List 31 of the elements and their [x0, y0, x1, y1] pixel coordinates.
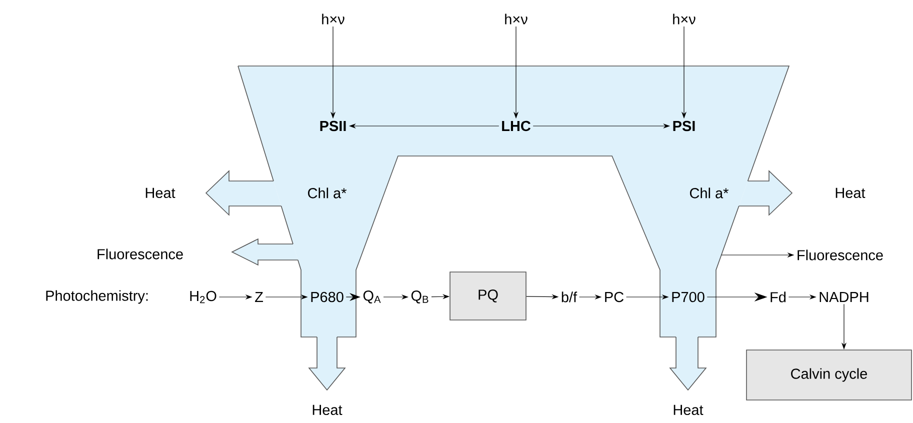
node-label: Z	[255, 292, 263, 302]
block-arrow	[231, 238, 298, 266]
node-label: Heat	[312, 404, 342, 416]
node-label: Chl a*	[308, 188, 347, 198]
block-arrow	[205, 170, 282, 216]
block-arrow	[308, 336, 346, 391]
process-box: PQ	[450, 272, 526, 320]
node-label: Fluorescence	[798, 250, 883, 260]
node-label: h×ν	[673, 14, 696, 24]
node-label: h×ν	[505, 14, 528, 24]
node-label: Heat	[836, 188, 866, 198]
node-label: Fd	[770, 292, 786, 302]
node-label: h×ν	[322, 14, 344, 24]
node-label: b/f	[562, 292, 578, 302]
node-label: Chl a*	[690, 188, 728, 198]
process-box: Calvin cycle	[746, 350, 912, 400]
node-label: P700	[672, 292, 704, 302]
node-label: Heat	[146, 188, 176, 198]
node-label: P680	[311, 292, 344, 302]
node-label: PC	[605, 292, 624, 302]
node-label: NADPH	[820, 292, 868, 302]
block-arrow	[669, 336, 707, 391]
node-label: Heat	[674, 404, 704, 416]
node-label: LHC	[502, 120, 531, 132]
node-label: Q$_{B}$	[411, 290, 428, 304]
node-label: Q$_{A}$	[363, 290, 381, 304]
node-label: PSII	[320, 120, 346, 132]
node-label: PSI	[673, 120, 695, 132]
node-label: Fluorescence	[98, 248, 183, 260]
node-label: H$_{2}$O	[190, 290, 216, 304]
text-label: Photochemistry:	[46, 290, 148, 304]
